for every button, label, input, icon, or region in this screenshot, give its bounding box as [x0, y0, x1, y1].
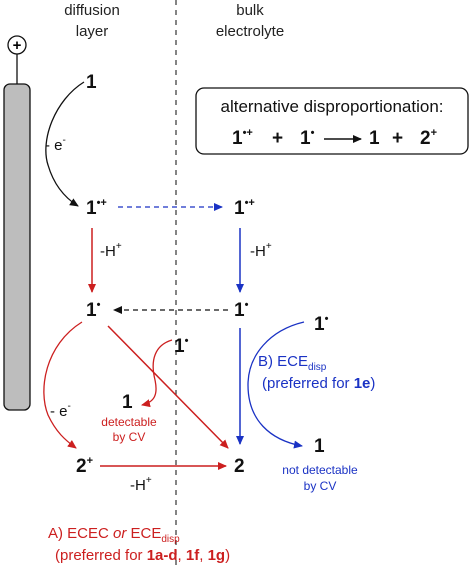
disproportionation-arc-blue	[247, 321, 305, 449]
label-minus-h-right: -H+	[250, 241, 272, 260]
species-start: 1	[86, 72, 97, 93]
label-minus-e-red: - e-	[50, 401, 71, 420]
box-eq-plus1: +	[272, 128, 283, 149]
disproportionation-arrow-red	[107, 325, 229, 449]
box-eq-cation: 1•+	[232, 127, 253, 149]
pathway-a-label: A) ECEC or ECEdisp	[48, 525, 180, 545]
header-electrolyte: electrolyte	[216, 23, 284, 40]
header-diffusion: diffusion	[64, 2, 120, 19]
species-far-1: 1	[314, 436, 325, 457]
box-eq-radical: 1•	[300, 127, 315, 149]
label-detectable: detectable	[101, 415, 157, 429]
pathway-a-note: (preferred for 1a-d, 1f, 1g)	[55, 547, 230, 564]
species-radical-far: 1•	[314, 313, 329, 335]
label-minus-h-bottom: -H+	[130, 475, 152, 494]
electrode-icon	[3, 83, 31, 411]
header-bulk: bulk	[236, 2, 264, 19]
electrode-sign: +	[13, 37, 22, 54]
disproportionation-box	[195, 87, 469, 155]
label-detectable-by-cv: by CV	[113, 430, 146, 444]
species-product: 2	[234, 456, 245, 477]
species-cation-left: 1•+	[86, 197, 107, 219]
box-eq-plus2: +	[392, 128, 403, 149]
box-eq-product2: 2+	[420, 127, 437, 149]
label-minus-h-left: -H+	[100, 241, 122, 260]
species-radical-left: 1•	[86, 299, 101, 321]
label-not-detectable: not detectable	[282, 463, 358, 477]
box-eq-product1: 1	[369, 128, 380, 149]
species-small-1: 1	[122, 392, 133, 413]
species-cation-right: 1•+	[234, 197, 255, 219]
box-title: alternative disproportionation:	[220, 97, 443, 116]
species-dication: 2+	[76, 455, 93, 477]
oxidation-arrow	[45, 81, 85, 207]
label-minus-e-top: - e-	[45, 135, 66, 154]
species-radical-mid: 1•	[174, 335, 189, 357]
label-not-detectable-by-cv: by CV	[304, 479, 337, 493]
oxidation-arrow-red	[43, 321, 83, 449]
header-layer: layer	[76, 23, 109, 40]
disproportionation-side-arrow	[141, 339, 173, 408]
pathway-b-note: (preferred for 1e)	[262, 375, 375, 392]
species-radical-right: 1•	[234, 299, 249, 321]
pathway-b-label: B) ECEdisp	[258, 353, 327, 373]
